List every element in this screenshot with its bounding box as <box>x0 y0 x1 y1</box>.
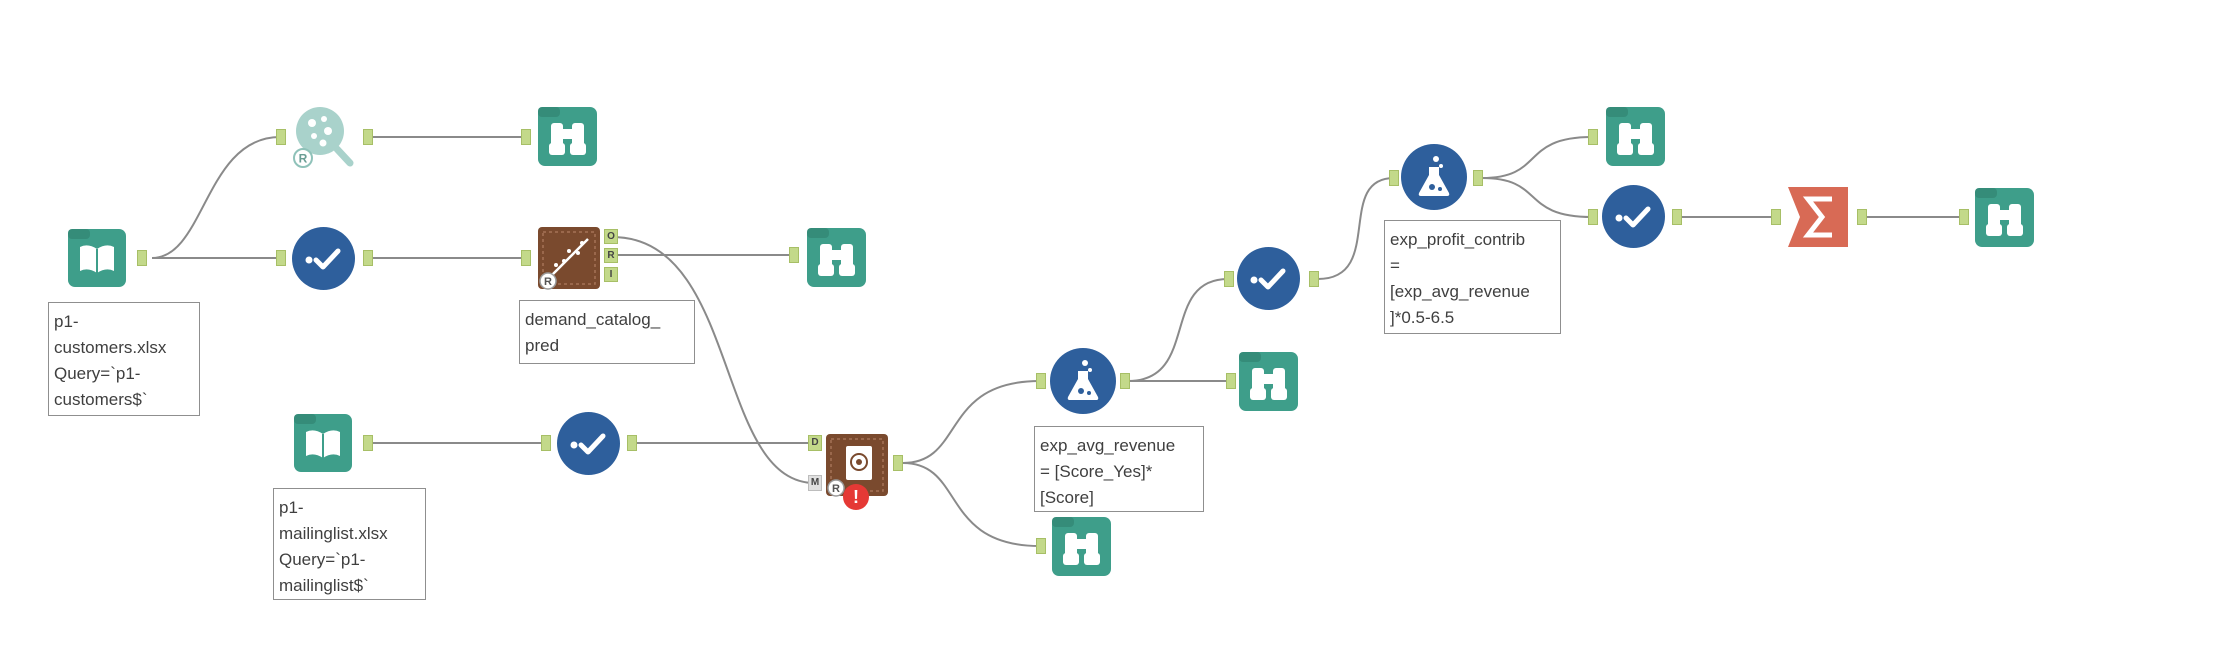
output-anchor[interactable] <box>137 250 147 266</box>
input-anchor[interactable] <box>1036 538 1046 554</box>
summarize-tool[interactable] <box>1786 185 1850 249</box>
checkmark-icon <box>1615 206 1650 227</box>
wire-formula2-to-browse5[interactable] <box>1481 136 1593 179</box>
r-badge-text: R <box>299 152 308 166</box>
input-anchor-m[interactable]: M <box>808 475 822 491</box>
linear-regression-icon: R <box>538 227 600 290</box>
output-anchor[interactable] <box>363 435 373 451</box>
score-tool[interactable]: R <box>824 432 890 498</box>
flask-icon <box>1067 360 1099 400</box>
browse-tool-5[interactable] <box>1604 105 1667 168</box>
input-anchor[interactable] <box>276 129 286 145</box>
input-data-tool-mailinglist[interactable] <box>292 412 354 474</box>
select-tool-2[interactable] <box>557 412 620 475</box>
input-data-tool-customers[interactable] <box>66 227 128 289</box>
output-anchor-r[interactable]: R <box>604 248 618 263</box>
annotation-input-mailinglist: p1- mailinglist.xlsx Query=`p1- mailingl… <box>273 488 426 600</box>
output-anchor-i[interactable]: I <box>604 267 618 282</box>
checkmark-icon <box>570 433 605 454</box>
select-tool-3[interactable] <box>1237 247 1300 310</box>
browse-tool-3[interactable] <box>1237 350 1300 413</box>
select-tool-1[interactable] <box>292 227 355 290</box>
input-anchor[interactable] <box>1588 209 1598 225</box>
input-anchor[interactable] <box>1771 209 1781 225</box>
formula-tool-revenue[interactable] <box>1050 348 1116 414</box>
linear-regression-tool[interactable]: R <box>536 225 602 291</box>
sigma-icon <box>1788 187 1848 247</box>
browse-tool-1[interactable] <box>536 105 599 168</box>
select-tool-4[interactable] <box>1602 185 1665 248</box>
output-anchor[interactable] <box>1473 170 1483 186</box>
output-anchor[interactable] <box>1309 271 1319 287</box>
wire-score-to-browse4[interactable] <box>902 462 1041 547</box>
wire-formula2-to-select4[interactable] <box>1481 177 1593 218</box>
wire-select3-to-formula2[interactable] <box>1317 177 1395 280</box>
wire-input-to-explore[interactable] <box>151 136 281 259</box>
annotation-input-customers: p1- customers.xlsx Query=`p1- customers$… <box>48 302 200 416</box>
input-anchor[interactable] <box>521 250 531 266</box>
output-anchor[interactable] <box>363 129 373 145</box>
book-icon <box>294 414 352 472</box>
input-anchor[interactable] <box>276 250 286 266</box>
formula-tool-profit[interactable] <box>1401 144 1467 210</box>
binoculars-icon <box>1239 352 1298 411</box>
output-anchor[interactable] <box>893 455 903 471</box>
data-investigation-tool[interactable]: R <box>290 103 356 169</box>
annotation-formula-revenue: exp_avg_revenue = [Score_Yes]* [Score] <box>1034 426 1204 512</box>
checkmark-icon <box>1250 268 1285 289</box>
r-badge-text: R <box>832 483 840 495</box>
error-icon[interactable]: ! <box>843 484 869 510</box>
input-anchor-d[interactable]: D <box>808 435 822 451</box>
annotation-model-demand: demand_catalog_ pred <box>519 300 695 364</box>
output-anchor[interactable] <box>1672 209 1682 225</box>
flask-icon <box>1418 156 1450 196</box>
output-anchor-o[interactable]: O <box>604 229 618 244</box>
binoculars-icon <box>807 228 866 287</box>
wire-model-to-score[interactable] <box>611 236 816 484</box>
browse-tool-6[interactable] <box>1973 186 2036 249</box>
browse-tool-4[interactable] <box>1050 515 1113 578</box>
input-anchor[interactable] <box>1588 129 1598 145</box>
input-anchor[interactable] <box>1959 209 1969 225</box>
wire-score-to-formula1[interactable] <box>902 380 1041 464</box>
input-anchor[interactable] <box>1224 271 1234 287</box>
binoculars-icon <box>538 107 597 166</box>
output-anchor[interactable] <box>1120 373 1130 389</box>
input-anchor[interactable] <box>789 247 799 263</box>
input-anchor[interactable] <box>1389 170 1399 186</box>
output-anchor[interactable] <box>363 250 373 266</box>
browse-tool-2[interactable] <box>805 226 868 289</box>
binoculars-icon <box>1606 107 1665 166</box>
annotation-formula-profit: exp_profit_contrib = [exp_avg_revenue ]*… <box>1384 220 1561 334</box>
wire-formula1-to-select3[interactable] <box>1127 278 1229 382</box>
binoculars-icon <box>1975 188 2034 247</box>
output-anchor[interactable] <box>1857 209 1867 225</box>
input-anchor[interactable] <box>521 129 531 145</box>
book-icon <box>68 229 126 287</box>
input-anchor[interactable] <box>541 435 551 451</box>
checkmark-icon <box>305 248 340 269</box>
binoculars-icon <box>1052 517 1111 576</box>
input-anchor[interactable] <box>1036 373 1046 389</box>
data-investigation-icon: R <box>293 107 354 168</box>
score-icon: R <box>826 434 888 497</box>
r-badge-text: R <box>544 276 552 288</box>
output-anchor[interactable] <box>627 435 637 451</box>
input-anchor[interactable] <box>1226 373 1236 389</box>
